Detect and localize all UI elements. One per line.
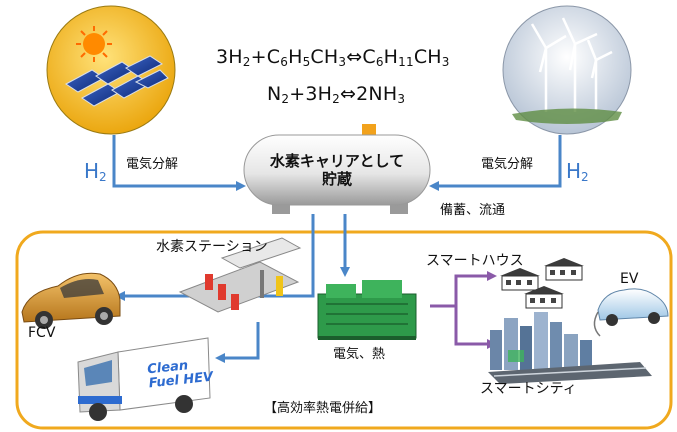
electricity-heat-label: 電気、熱: [333, 347, 386, 362]
wind-to-tank-arrow: [429, 135, 562, 191]
ev-label: EV: [620, 271, 639, 287]
storage-distribution-label: 備蓄、流通: [440, 203, 506, 218]
wind-turbine-icon: [502, 5, 632, 135]
hydrogen-station-label: 水素ステーション: [156, 239, 268, 255]
carrier-equation-mch: 3H2+C6H5CH3⇔C6H11CH3: [216, 46, 450, 69]
right-electrolysis-label: 電気分解: [481, 157, 534, 172]
ev-car-icon: [593, 288, 669, 337]
solar-to-tank-arrow: [112, 135, 246, 191]
generator-to-house-arrow: [430, 271, 497, 308]
hydrogen-station-icon: [178, 237, 302, 313]
storage-tank-icon: [243, 124, 431, 214]
solar-panel-icon: [46, 5, 176, 135]
generator-icon: [317, 280, 417, 340]
smart-house-icon: [500, 258, 584, 309]
tank-label: 水素キャリアとして 貯蔵: [269, 152, 405, 188]
generator-to-city-arrow: [454, 306, 497, 349]
carrier-equation-ammonia: N2+3H2⇔2NH3: [267, 83, 406, 106]
smart-house-label: スマートハウス: [426, 253, 524, 269]
truck-livery-text: Clean Fuel HEV: [146, 358, 214, 392]
fcv-label: FCV: [28, 325, 56, 341]
cogeneration-label: 【高効率熱電併給】: [264, 401, 382, 416]
left-hydrogen-label: H2: [84, 159, 107, 184]
truck-icon: [77, 337, 211, 421]
station-to-truck-arrow: [215, 322, 260, 363]
right-hydrogen-label: H2: [566, 159, 589, 184]
smart-city-label: スマートシティ: [480, 381, 577, 397]
left-electrolysis-label: 電気分解: [126, 157, 179, 172]
fcv-car-icon: [21, 272, 121, 329]
smart-city-icon: [488, 312, 652, 384]
